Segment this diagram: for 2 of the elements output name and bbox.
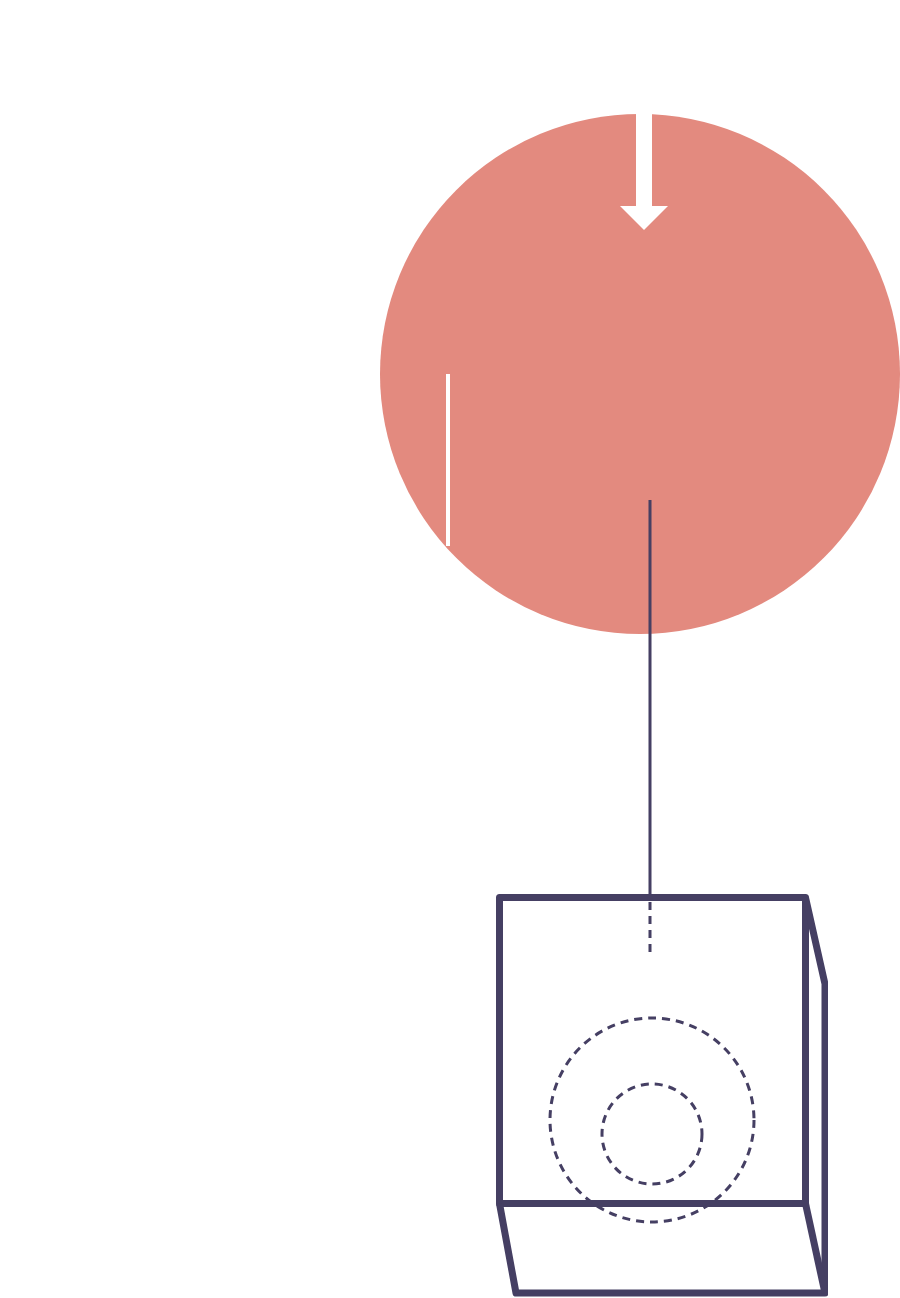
connector-line xyxy=(648,500,652,894)
cube-drawing xyxy=(496,894,828,1298)
